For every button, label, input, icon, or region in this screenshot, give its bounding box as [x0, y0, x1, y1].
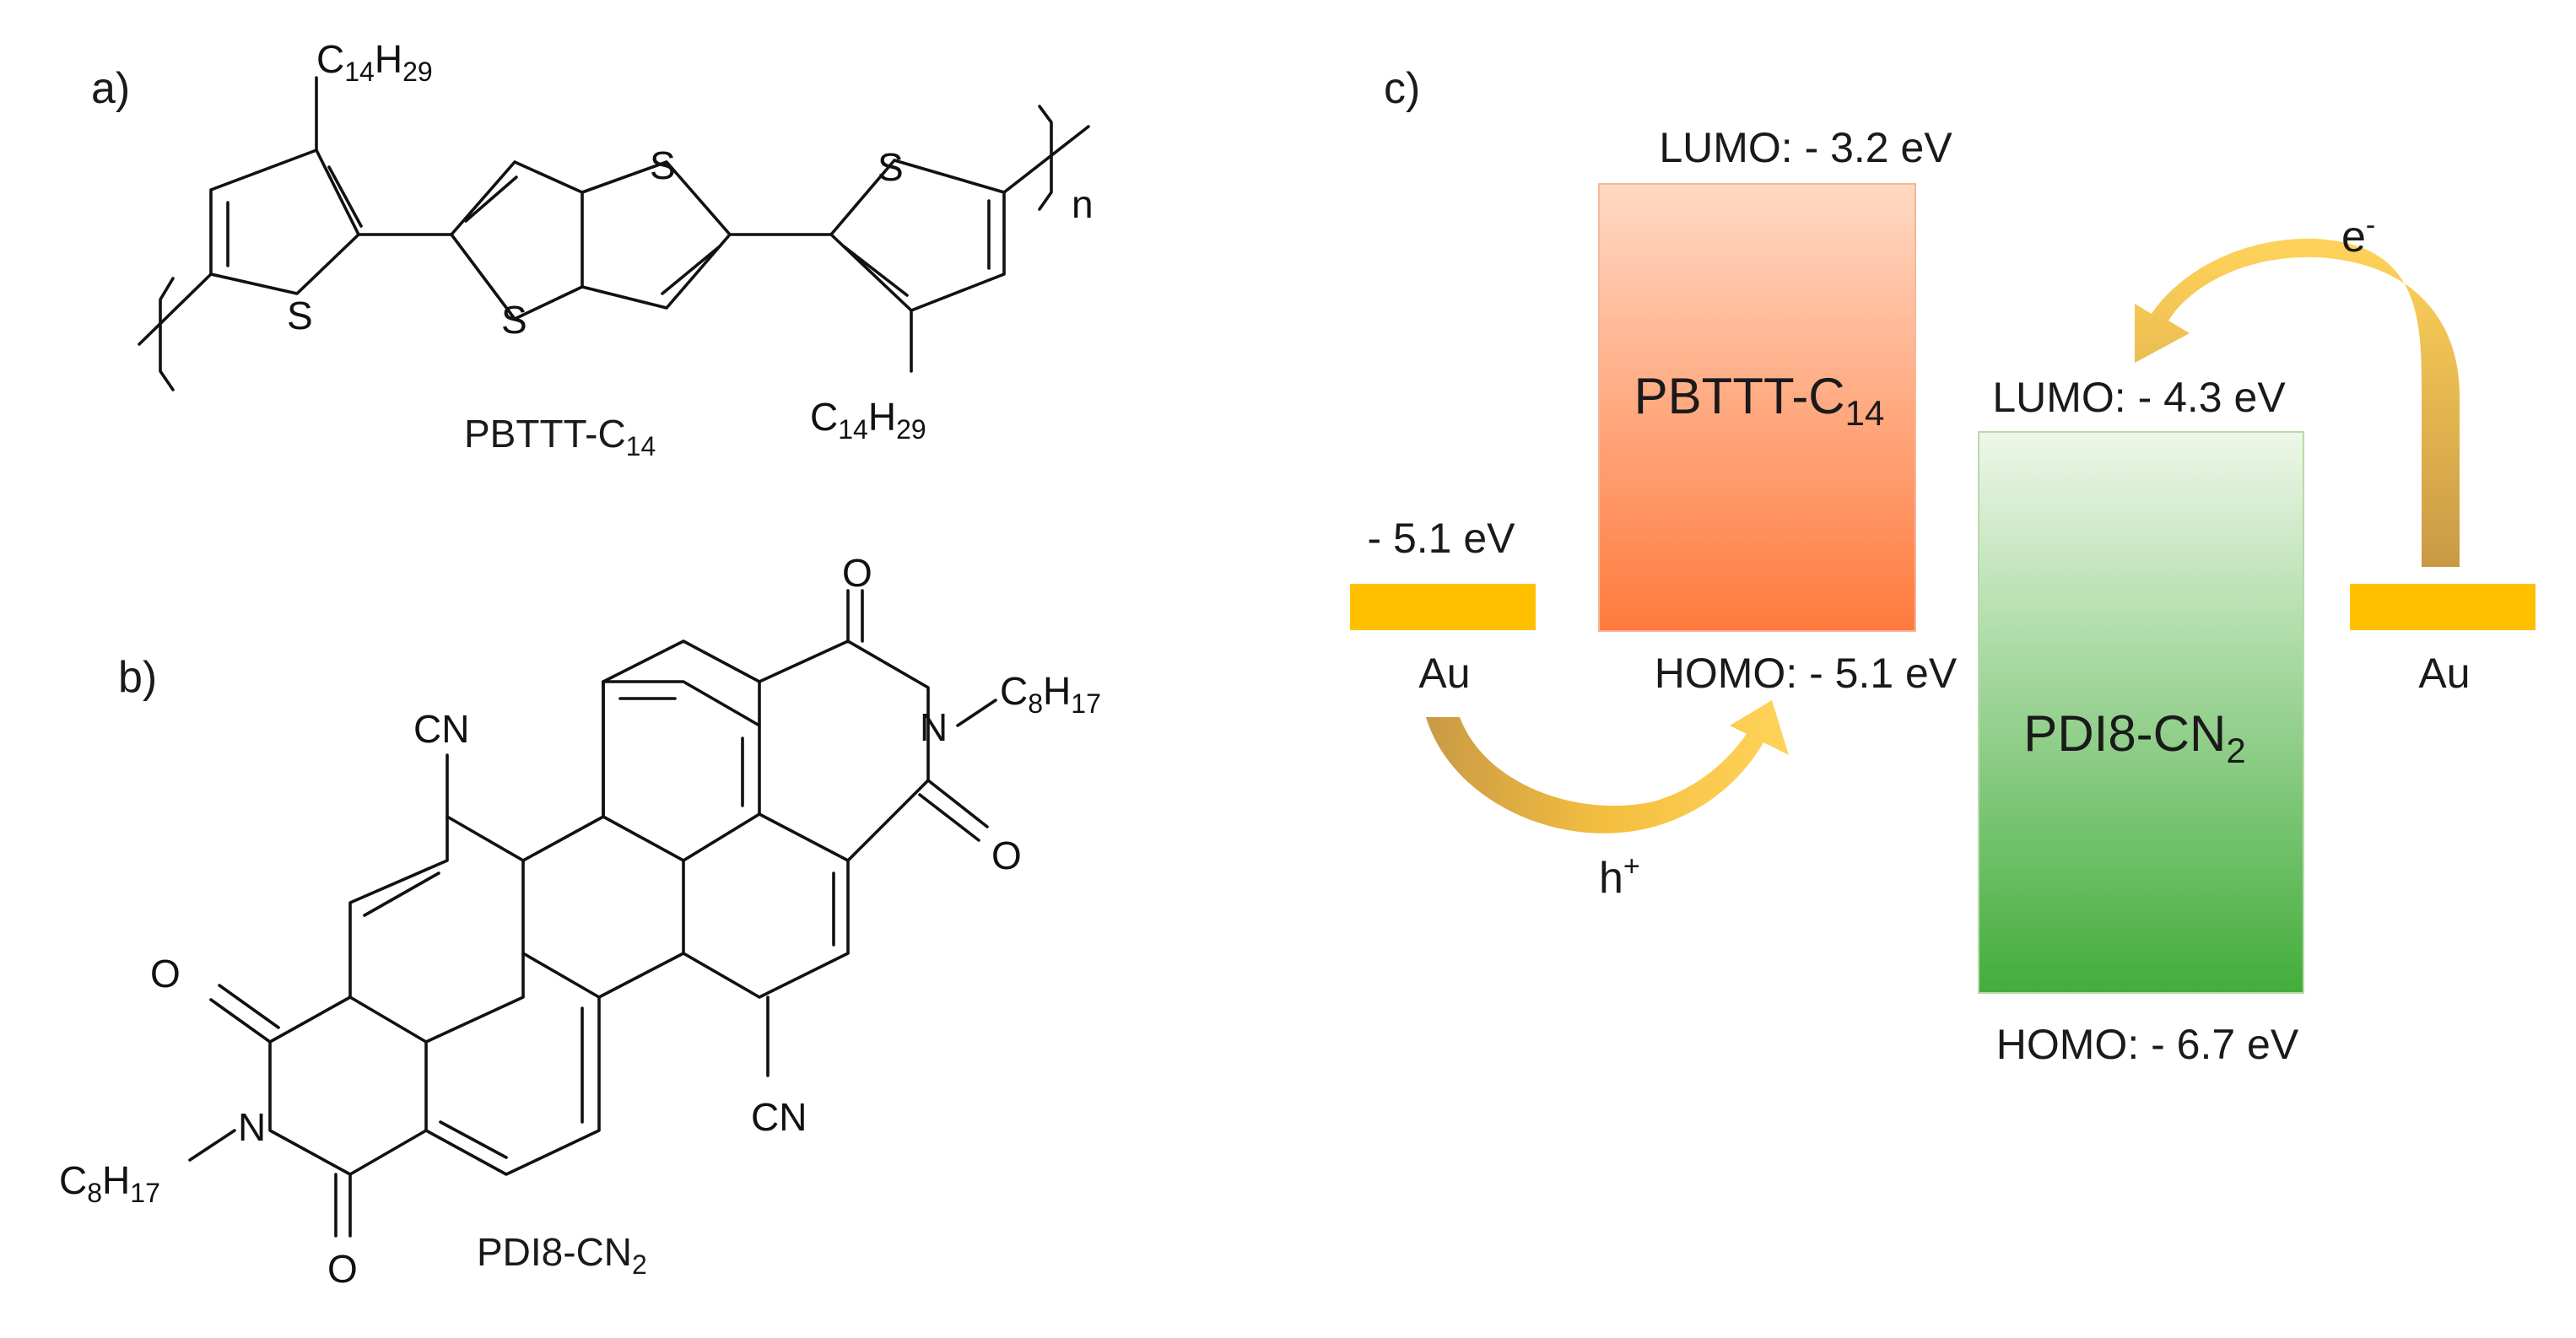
left-thiophene-sulfur: S: [287, 294, 313, 337]
left-chain-end-bond: [138, 272, 213, 346]
nitrogen-upper: N: [920, 705, 948, 749]
right-chain-end-bond: [1002, 125, 1090, 194]
electron-label: e-: [2341, 209, 2375, 262]
lower-chain-label: C8H17: [59, 1158, 160, 1208]
electron-injection-arrow: [2135, 238, 2460, 567]
lower-n-chain-bond: [188, 1129, 236, 1162]
right-thiophene-sulfur: S: [878, 145, 904, 189]
left-electrode-label: Au: [1418, 650, 1470, 697]
left-electrode-bar: [1350, 584, 1536, 630]
panel-a-label: a): [91, 64, 130, 113]
thienothiophene-sulfur-top: S: [650, 143, 676, 187]
pbttt-structure: C14H29 S S S S C14H29: [138, 37, 1094, 445]
oxygen-top: O: [842, 551, 872, 595]
right-thiophene-double-bond-2: [842, 245, 909, 297]
upper-carbonyl-2-double: [918, 793, 980, 842]
panel-b-label: b): [118, 653, 157, 702]
panel-a: a) C14H29 S S S: [91, 37, 1094, 461]
oxygen-right: O: [991, 834, 1022, 877]
pdi-box-label: PDI8-CN2: [2023, 705, 2245, 770]
double-bond-4: [439, 1120, 508, 1159]
right-electrode-label: Au: [2418, 650, 2470, 697]
repeat-index-n: n: [1072, 182, 1094, 226]
upper-imide-ring: [758, 639, 930, 862]
left-repeat-bracket: [159, 277, 175, 391]
right-thiophene-ring: [829, 159, 1006, 312]
nitrogen-lower: N: [238, 1105, 266, 1149]
pbttt-band-box: [1598, 183, 1916, 632]
perylene-top-ring: [602, 639, 761, 727]
panel-c: c) LUMO: - 3.2 eV PBTTT-C14 HOMO: - 5.1 …: [1350, 64, 2535, 1068]
pbttt-homo-label: HOMO: - 5.1 eV: [1655, 650, 1958, 697]
cn-lower: CN: [751, 1095, 807, 1139]
left-electrode-level: - 5.1 eV: [1367, 515, 1515, 562]
right-electrode-bar: [2350, 584, 2535, 630]
left-thiophene-ring: [209, 148, 360, 295]
left-thiophene-double-bond-2: [327, 165, 363, 228]
pbttt-lumo-label: LUMO: - 3.2 eV: [1659, 124, 1952, 171]
perylene-upper-left-ring: [446, 680, 605, 862]
pdi-homo-label: HOMO: - 6.7 eV: [1996, 1021, 2299, 1068]
thienothiophene-sulfur-bottom: S: [501, 298, 527, 342]
perylene-lower-right-ring: [682, 812, 850, 999]
lower-imide-ring: [268, 995, 428, 1176]
perylene-left-ring: [348, 815, 525, 1044]
right-sidechain-label: C14H29: [810, 395, 926, 445]
left-sidechain-label: C14H29: [316, 37, 433, 87]
upper-carbonyl-2: [926, 779, 989, 828]
perylene-lower-left-ring: [521, 859, 685, 999]
oxygen-bottom: O: [327, 1247, 358, 1291]
lower-carbonyl-1: [209, 998, 272, 1044]
pdi-lumo-label: LUMO: - 4.3 eV: [1992, 374, 2286, 421]
upper-n-chain-bond: [956, 699, 997, 727]
upper-chain-label: C8H17: [1000, 669, 1101, 719]
oxygen-left: O: [150, 952, 181, 995]
perylene-upper-right-ring: [602, 680, 761, 862]
panel-c-label: c): [1384, 64, 1420, 113]
cn-upper: CN: [413, 707, 469, 751]
hole-injection-arrow: [1426, 700, 1789, 834]
thienothiophene-double-bond-2: [661, 245, 721, 295]
pdi-name: PDI8-CN2: [477, 1230, 647, 1280]
thienothiophene-double-bond-1: [464, 175, 518, 223]
hole-label: h+: [1599, 850, 1640, 903]
double-bond-3: [363, 871, 440, 917]
lower-carbonyl-1-double: [218, 984, 280, 1029]
thienothiophene-left-ring: [450, 160, 584, 321]
pdi-band-box: [1978, 431, 2304, 994]
perylene-bottom-ring: [424, 995, 601, 1176]
pdi-structure: O O N C8H17 CN CN O O N C8H17: [59, 551, 1101, 1291]
panel-b: b) O O N C8H17: [59, 551, 1101, 1291]
pbttt-name: PBTTT-C14: [464, 412, 656, 461]
pbttt-box-label: PBTTT-C14: [1634, 368, 1885, 433]
right-repeat-bracket: [1038, 105, 1053, 211]
